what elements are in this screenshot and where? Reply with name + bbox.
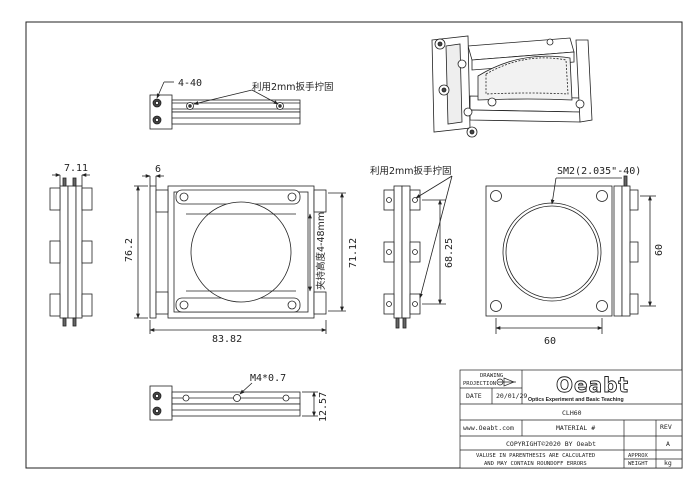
website: www.Oeabt.com	[463, 424, 514, 432]
rev-label: REV	[660, 423, 672, 431]
disclaimer-line-2: AND MAY CONTAIN ROUNDOFF ERRORS	[484, 461, 587, 467]
wrench-note-top: 利用2mm扳手拧固	[252, 81, 334, 93]
wrench-note-side: 利用2mm扳手拧固	[370, 165, 452, 177]
clamp-height-note: 夹持高度4-48mm	[315, 212, 327, 290]
sheet-border	[25, 21, 683, 469]
dim-rear-width: 60	[544, 336, 556, 347]
bottom-view	[149, 382, 318, 421]
weight-unit: kg	[664, 459, 672, 467]
date-value: 20/01/29	[496, 392, 527, 400]
title-block	[459, 369, 683, 469]
dim-side-width: 7.11	[64, 163, 88, 174]
left-side-view	[49, 173, 93, 327]
oeabt-tagline: Optics Experiment and Basic Teaching	[528, 397, 624, 403]
dim-rear-height: 60	[654, 244, 665, 256]
disclaimer-line-1: VALUSE IN PARENTHESIS ARE CALCULATED	[476, 453, 595, 459]
rear-view	[485, 175, 656, 334]
part-number: CLH60	[562, 409, 582, 417]
dim-side-height: 68.25	[444, 238, 455, 268]
copyright: COPYRIGHT©2020 BY Oeabt	[506, 440, 596, 448]
date-label: DATE	[466, 392, 482, 400]
drawing-label: DRAWING	[480, 373, 503, 379]
screw-label-4-40: 4-40	[178, 78, 202, 89]
rev-value: A	[666, 440, 670, 448]
side-view	[383, 175, 453, 329]
dim-inner-height: 71.12	[348, 238, 359, 268]
dim-bottom-thickness: 12.57	[318, 392, 329, 422]
dim-rail: 6	[155, 164, 161, 175]
material-label: MATERIAL #	[556, 424, 595, 432]
isometric-view	[431, 35, 593, 138]
projection-label: PROJECTION	[463, 381, 496, 387]
m4-thread-label: M4*0.7	[250, 373, 286, 384]
sm2-thread-label: SM2(2.035"-40)	[557, 166, 641, 177]
weight-label: WEIGHT	[628, 461, 649, 467]
dim-front-height: 76.2	[124, 238, 135, 262]
dim-front-width: 83.82	[212, 334, 242, 345]
top-view	[149, 81, 301, 130]
approx-label: APPROX	[628, 453, 649, 459]
front-view	[134, 174, 346, 334]
oeabt-logo: Oeabt	[556, 373, 629, 397]
